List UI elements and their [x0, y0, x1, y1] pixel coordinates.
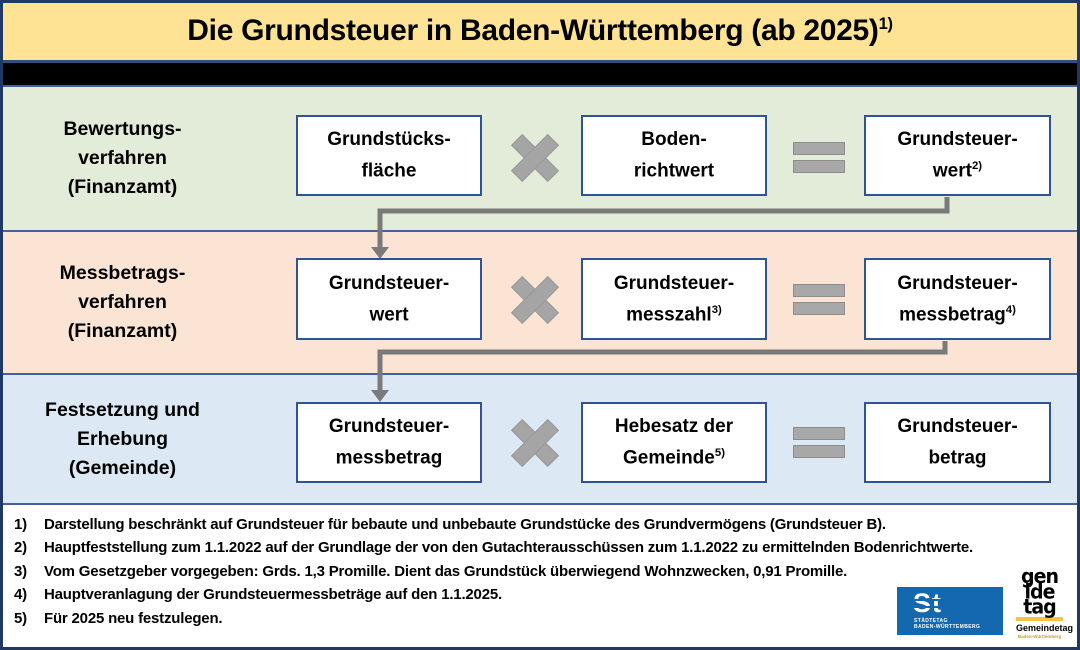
- row-label-bewertungsverfahren: Bewertungs- verfahren (Finanzamt): [10, 87, 235, 230]
- footnote-number: 5): [14, 609, 27, 627]
- box-bodenrichtwert: Boden- richtwert: [581, 115, 767, 196]
- row-label-festsetzung-erhebung: Festsetzung und Erhebung (Gemeinde): [10, 375, 235, 503]
- box-line-text: Gemeinde: [622, 447, 715, 469]
- staedtetag-logo-line2: BADEN-WÜRTTEMBERG: [914, 624, 981, 630]
- row-label-line: (Finanzamt): [67, 176, 178, 198]
- box-superscript: 2): [971, 160, 983, 173]
- box-superscript: 3): [711, 303, 722, 316]
- box-line: Gemeinde5): [623, 440, 725, 471]
- footnote-1: 1) Darstellung beschränkt auf Grundsteuer…: [14, 513, 1070, 536]
- row-label-line: (Gemeinde): [68, 456, 177, 479]
- staedtetag-logo-glyph: St: [911, 588, 944, 618]
- gemeindetag-logo-name: Gemeindetag: [1016, 623, 1074, 633]
- box-grundsteuermessbetrag-input: Grundsteuer- messbetrag: [296, 402, 482, 483]
- box-superscript: 5): [714, 447, 725, 460]
- box-line: Grundsteuer-: [897, 416, 1018, 438]
- box-line: messzahl3): [626, 297, 722, 328]
- footnote-2: 2) Hauptfeststellung zum 1.1.2022 auf der…: [14, 536, 1070, 559]
- footnote-number: 1): [14, 516, 27, 533]
- box-grundsteuermessbetrag-result: Grundsteuer- messbetrag4): [864, 258, 1051, 340]
- box-line: fläche: [362, 153, 417, 184]
- row-label-line: Festsetzung und: [45, 398, 200, 421]
- row-label-line: verfahren: [78, 147, 167, 169]
- footnote-text: Für 2025 neu festzulegen.: [44, 609, 223, 627]
- gemeindetag-logo-subtitle: Baden-Württemberg: [1017, 634, 1062, 639]
- box-line: Grundsteuer-: [613, 272, 735, 294]
- box-line: Grundsteuer-: [897, 272, 1018, 294]
- box-grundsteuerwert-input: Grundsteuer- wert: [296, 258, 482, 340]
- box-grundsteuerwert-result: Grundsteuer- wert2): [864, 115, 1051, 196]
- row-label-line: Bewertungs-: [63, 118, 182, 140]
- box-line-text: wert: [369, 304, 409, 326]
- box-line-text: richtwert: [633, 160, 715, 182]
- row-label-messbetragsverfahren: Messbetrags- verfahren (Finanzamt): [10, 232, 235, 373]
- divider-bar: [0, 63, 1080, 85]
- box-line-text: messbetrag: [899, 304, 1006, 326]
- row-label-line: Erhebung: [77, 427, 168, 450]
- title-bar: Die Grundsteuer in Baden-Württemberg (ab…: [2, 2, 1078, 63]
- box-line-text: wert: [932, 160, 972, 182]
- footnote-4: 4) Hauptveranlagung der Grundsteuermessbe…: [14, 583, 1070, 606]
- multiply-icon: [509, 416, 561, 468]
- gemeindetag-logo: gen ide tag Gemeindetag Baden-Württember…: [1016, 569, 1074, 641]
- staedtetag-logo-text: STÄDTETAG BADEN-WÜRTTEMBERG: [914, 618, 980, 630]
- box-superscript: 4): [1005, 303, 1016, 316]
- box-hebesatz-gemeinde: Hebesatz der Gemeinde5): [581, 402, 767, 483]
- box-line: wert2): [933, 153, 982, 184]
- box-line: wert: [369, 297, 408, 328]
- staedtetag-logo-line1: STÄDTETAG: [914, 618, 948, 624]
- box-line-text: messzahl: [626, 304, 712, 326]
- box-line: Grundstücks-: [327, 129, 451, 151]
- box-line: Grundsteuer-: [328, 272, 450, 294]
- equals-icon: [793, 284, 845, 315]
- box-line: messbetrag4): [899, 297, 1016, 328]
- equals-icon: [793, 427, 845, 458]
- box-line: messbetrag: [336, 440, 443, 471]
- row-label-line: Messbetrags-: [59, 262, 186, 284]
- footnote-text: Hauptveranlagung der Grundsteuermessbetr…: [44, 586, 502, 604]
- footnote-text: Vom Gesetzgeber vorgegeben: Grds. 1,3 Pr…: [44, 562, 848, 580]
- footnote-number: 3): [14, 562, 27, 580]
- staedtetag-logo: St STÄDTETAG BADEN-WÜRTTEMBERG: [897, 587, 1003, 635]
- box-grundstuecksflaeche: Grundstücks- fläche: [296, 115, 482, 196]
- box-line: betrag: [928, 440, 986, 471]
- box-line: Boden-: [641, 129, 707, 151]
- box-line: Hebesatz der: [614, 416, 734, 438]
- page-title: Die Grundsteuer in Baden-Württemberg (ab…: [187, 14, 893, 48]
- box-line-text: fläche: [361, 160, 417, 182]
- box-line-text: messbetrag: [335, 447, 443, 469]
- gemeindetag-logo-pattern: gen ide tag: [1016, 569, 1063, 618]
- box-grundsteuermesszahl: Grundsteuer- messzahl3): [581, 258, 767, 340]
- footnote-number: 4): [14, 586, 27, 604]
- box-line: Grundsteuer-: [897, 129, 1018, 151]
- page-title-text: Die Grundsteuer in Baden-Württemberg (ab…: [187, 14, 879, 47]
- multiply-icon: [509, 131, 561, 183]
- gemeindetag-pattern-line: gen: [1020, 569, 1059, 589]
- footnote-3: 3) Vom Gesetzgeber vorgegeben: Grds. 1,3 …: [14, 560, 1070, 583]
- row-label-line: verfahren: [78, 291, 167, 313]
- box-line: Grundsteuer-: [328, 416, 450, 438]
- page-title-superscript: 1): [878, 15, 893, 33]
- box-grundsteuerbetrag-result: Grundsteuer- betrag: [864, 402, 1051, 483]
- footnote-number: 2): [14, 539, 27, 557]
- gemeindetag-pattern-line: tag: [1023, 595, 1057, 618]
- multiply-icon: [509, 273, 561, 325]
- footnote-text: Hauptfeststellung zum 1.1.2022 auf der G…: [44, 539, 974, 557]
- row-label-line: (Finanzamt): [67, 320, 178, 342]
- box-line-text: betrag: [928, 447, 987, 469]
- gemeindetag-logo-accent-bar: [1016, 617, 1063, 621]
- gemeindetag-pattern-line: ide: [1024, 580, 1056, 604]
- footnote-5: 5) Für 2025 neu festzulegen.: [14, 607, 1070, 630]
- box-line: richtwert: [634, 153, 714, 184]
- footnote-text: Darstellung beschränkt auf Grundsteuer f…: [44, 516, 886, 533]
- equals-icon: [793, 142, 845, 173]
